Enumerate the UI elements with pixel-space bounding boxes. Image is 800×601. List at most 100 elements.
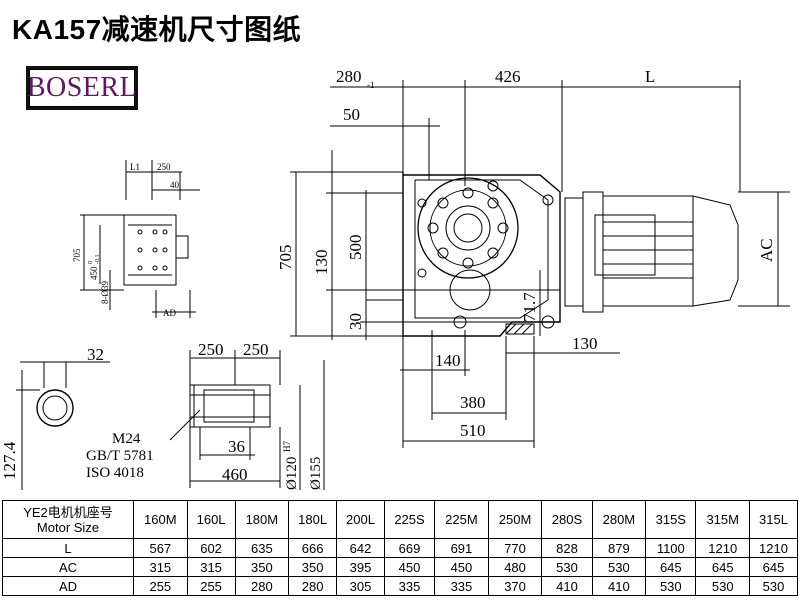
brand-logo: BOSERL — [26, 66, 138, 110]
shaft-dim-32: 32 — [87, 345, 104, 364]
shaft-dim-36: 36 — [228, 437, 245, 456]
dim-L: L — [645, 67, 655, 86]
header-label-cn: YE2电机机座号 — [23, 504, 113, 520]
table-cell: 530 — [591, 557, 647, 577]
motor-size-cell: 250M — [487, 500, 543, 539]
small-dim-450-sup: 0 — [88, 261, 94, 264]
motor-size-cell: 180M — [234, 500, 290, 539]
dim-380: 380 — [460, 393, 486, 412]
table-cell: 410 — [591, 576, 647, 596]
row-label: L — [2, 538, 134, 558]
table-cell: 335 — [434, 576, 489, 596]
shaft-dim-250-a: 250 — [198, 340, 224, 359]
small-dim-40: 40 — [170, 180, 180, 190]
table-cell: 370 — [487, 576, 543, 596]
row-label: AC — [2, 557, 134, 577]
table-cell: 315 — [133, 557, 188, 577]
dim-130: 130 — [312, 250, 331, 276]
motor-size-cell: 280S — [541, 500, 593, 539]
table-cell: 770 — [487, 538, 543, 558]
table-cell: 450 — [434, 557, 489, 577]
header-label-en: Motor Size — [36, 519, 100, 535]
row-label: AD — [2, 576, 134, 596]
small-dim-705: 705 — [72, 248, 82, 262]
shaft-dim-460: 460 — [222, 465, 248, 484]
motor-size-cell: 225M — [434, 500, 489, 539]
table-cell: 410 — [541, 576, 593, 596]
dim-AC: AC — [757, 238, 776, 262]
table-cell: 1210 — [695, 538, 751, 558]
table-cell: 255 — [186, 576, 236, 596]
small-dim-450-sub: -0.1 — [95, 255, 101, 265]
motor-size-cell: 315L — [749, 500, 798, 539]
thread-spec-gbt: GB/T 5781 — [86, 448, 154, 464]
table-cell: 335 — [383, 576, 436, 596]
table-cell: 666 — [288, 538, 338, 558]
motor-size-cell: 225S — [383, 500, 436, 539]
dim-71-7: 71.7 — [520, 292, 539, 322]
shaft-dim-120-tol: H7 — [282, 441, 292, 452]
small-dim-450: 450 — [89, 266, 99, 280]
table-cell: 645 — [695, 557, 751, 577]
motor-size-cell: 160M — [133, 500, 188, 539]
table-cell: 635 — [234, 538, 290, 558]
table-cell: 530 — [695, 576, 751, 596]
dim-280-sub: -1 — [367, 80, 375, 90]
table-cell: 280 — [288, 576, 338, 596]
table-cell: 828 — [541, 538, 593, 558]
table-cell: 1210 — [749, 538, 798, 558]
table-cell: 691 — [434, 538, 489, 558]
motor-size-cell: 180L — [288, 500, 338, 539]
table-cell: 645 — [645, 557, 697, 577]
table-cell: 645 — [749, 557, 798, 577]
table-cell: 305 — [336, 576, 385, 596]
dim-130-bottom: 130 — [572, 334, 598, 353]
table-cell: 350 — [288, 557, 338, 577]
shaft-dim-127-4: 127.4 — [0, 441, 19, 480]
table-cell: 669 — [383, 538, 436, 558]
dim-510: 510 — [460, 421, 486, 440]
page-title: KA157减速机尺寸图纸 — [12, 14, 302, 45]
dim-140: 140 — [435, 351, 461, 370]
motor-size-cell: 280M — [591, 500, 647, 539]
motor-size-cell: 315S — [645, 500, 697, 539]
table-cell: 1100 — [645, 538, 697, 558]
table-cell: 642 — [336, 538, 385, 558]
small-dim-250: 250 — [157, 162, 171, 172]
table-cell: 530 — [541, 557, 593, 577]
table-cell: 879 — [591, 538, 647, 558]
table-cell: 255 — [133, 576, 188, 596]
shaft-dim-120: Ø120 — [284, 457, 300, 490]
small-dim-holes: 8-Ø39 — [100, 281, 110, 304]
table-header-cell: YE2电机机座号 Motor Size — [2, 500, 134, 539]
shaft-dim-155: Ø155 — [308, 457, 324, 490]
dim-280: 280 — [336, 67, 362, 86]
table-cell: 350 — [234, 557, 290, 577]
table-cell: 395 — [336, 557, 385, 577]
motor-size-cell: 315M — [695, 500, 751, 539]
brand-logo-text: BOSERL — [26, 72, 138, 103]
table-cell: 567 — [133, 538, 188, 558]
table-cell: 450 — [383, 557, 436, 577]
shaft-dim-250-b: 250 — [243, 340, 269, 359]
dim-500: 500 — [346, 235, 365, 261]
motor-size-cell: 200L — [336, 500, 385, 539]
dim-426: 426 — [495, 67, 521, 86]
table-cell: 480 — [487, 557, 543, 577]
small-dim-L1: L1 — [130, 162, 140, 172]
dim-50: 50 — [343, 105, 360, 124]
dim-30: 30 — [346, 313, 365, 330]
table-cell: 530 — [749, 576, 798, 596]
thread-spec-m24: M24 — [112, 431, 141, 447]
table-cell: 602 — [186, 538, 236, 558]
motor-size-cell: 160L — [186, 500, 236, 539]
technical-drawing: 280 -1 426 L 50 705 130 500 30 71.7 AC 1… — [0, 67, 790, 490]
table-cell: 315 — [186, 557, 236, 577]
table-cell: 530 — [645, 576, 697, 596]
thread-spec-iso: ISO 4018 — [86, 465, 144, 481]
